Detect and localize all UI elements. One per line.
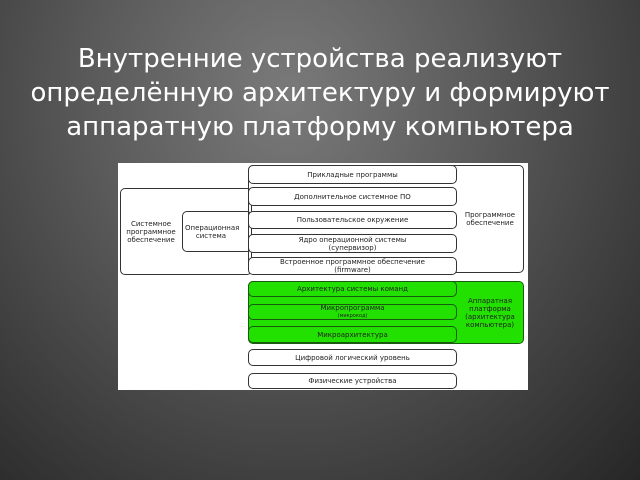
- hardware-platform-label: Аппаратная платформа (архитектура компью…: [465, 296, 515, 329]
- layer-microprogram: Микропрограмма(микрокод): [248, 304, 457, 320]
- layer-extra-system-software: Дополнительное системное ПО: [248, 187, 457, 206]
- layer-physical-devices: Физические устройства: [248, 373, 457, 389]
- kernel-label: Ядро операционной системы: [298, 235, 407, 244]
- firmware-label: Встроенное программное обеспечение: [280, 258, 425, 266]
- slide-title: Внутренние устройства реализуют определё…: [30, 44, 610, 142]
- layer-kernel: Ядро операционной системы(супервизор): [248, 234, 457, 253]
- os-group: Операционная система: [182, 211, 252, 252]
- architecture-diagram: Программное обеспечение Системное програ…: [118, 163, 528, 390]
- kernel-sublabel: (супервизор): [328, 243, 377, 252]
- microprogram-label: Микропрограмма: [320, 304, 385, 312]
- software-label: Программное обеспечение: [464, 211, 516, 227]
- layer-applications: Прикладные программы: [248, 165, 457, 184]
- os-label: Операционная система: [185, 223, 240, 240]
- microprogram-sublabel: (микрокод): [337, 313, 368, 319]
- layer-digital-logic: Цифровой логический уровень: [248, 349, 457, 366]
- firmware-sublabel: (firmware): [334, 266, 371, 274]
- layer-isa: Архитектура системы команд: [248, 281, 457, 297]
- layer-microarchitecture: Микроархитектура: [248, 326, 457, 343]
- system-software-label: Системное программное обеспечение: [126, 219, 176, 244]
- layer-firmware: Встроенное программное обеспечение(firmw…: [248, 257, 457, 275]
- layer-user-environment: Пользовательское окружение: [248, 211, 457, 229]
